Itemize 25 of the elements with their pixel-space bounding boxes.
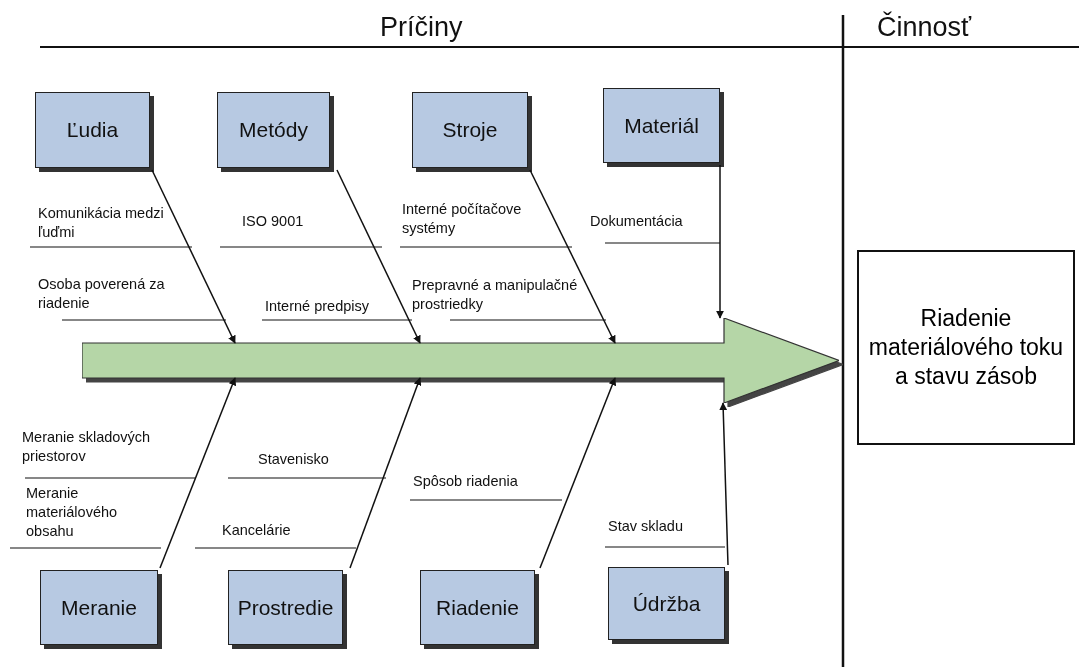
column-heading: Činnosť xyxy=(877,12,973,43)
arrow xyxy=(539,377,617,569)
arrow xyxy=(349,377,422,569)
spine-arrow xyxy=(82,318,839,403)
cause-label: Prepravné a manipulačné prostriedky xyxy=(412,276,579,314)
cause-label: Stavenisko xyxy=(258,450,330,469)
cause-label: Komunikácia medzi ľuďmi xyxy=(38,204,165,242)
arrow xyxy=(159,377,237,569)
effect-box: Riadenie materiálového toku a stavu zásob xyxy=(857,250,1075,445)
cause-label: Stav skladu xyxy=(608,517,684,536)
arrow xyxy=(151,169,236,344)
cause-label: Dokumentácia xyxy=(590,212,684,231)
cause-label: Osoba poverená za riadenie xyxy=(38,275,166,313)
arrow xyxy=(529,169,616,344)
cause-label: Interné počítačove systémy xyxy=(402,200,523,238)
arrow xyxy=(336,169,421,344)
cause-label: ISO 9001 xyxy=(242,212,305,231)
cause-label: Kancelárie xyxy=(222,521,292,540)
cause-label: Meranie materiálového obsahu xyxy=(26,484,119,541)
cause-label: Spôsob riadenia xyxy=(413,472,519,491)
cause-label: Meranie skladových priestorov xyxy=(22,428,152,466)
column-heading: Príčiny xyxy=(380,12,464,43)
cause-label: Interné predpisy xyxy=(265,297,370,316)
arrow xyxy=(719,402,729,566)
arrow xyxy=(716,164,724,319)
